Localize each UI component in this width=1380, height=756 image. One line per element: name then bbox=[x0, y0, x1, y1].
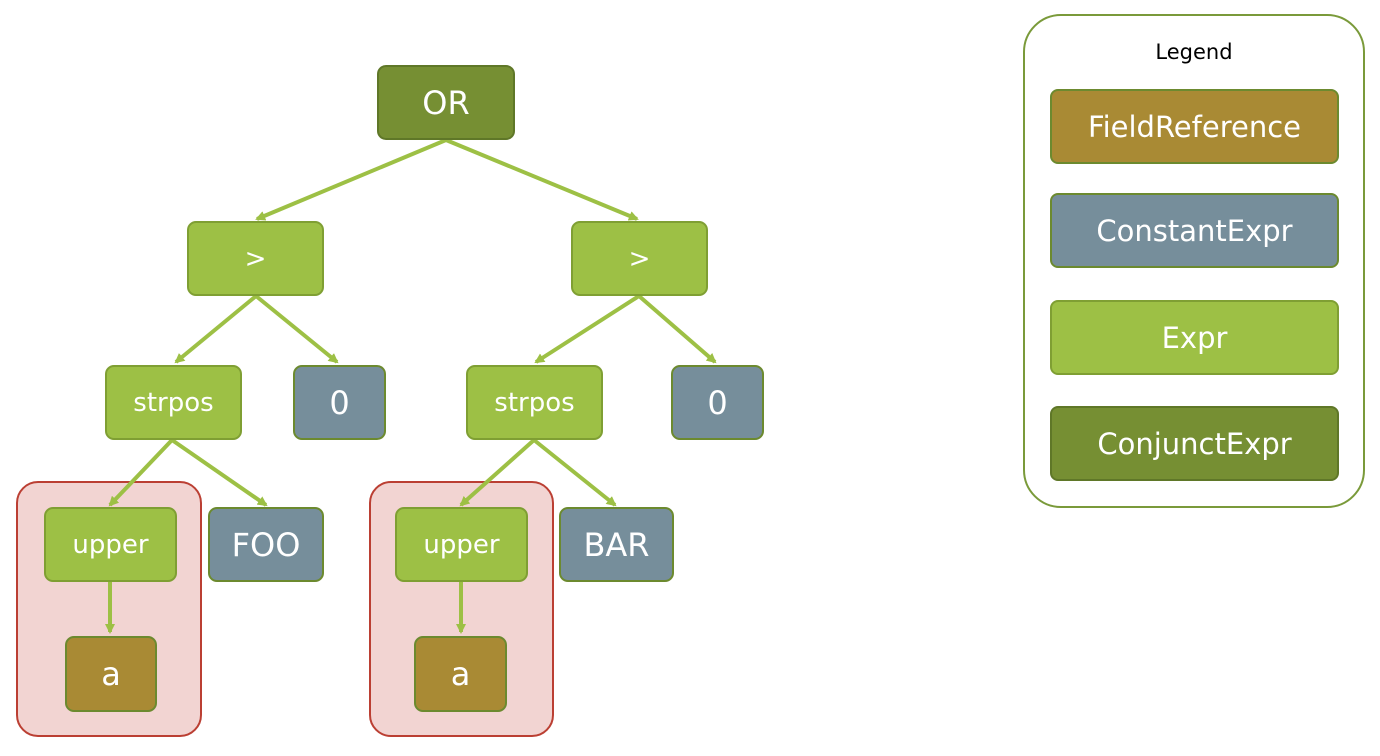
legend-item-conjunct-expr: ConjunctExpr bbox=[1050, 406, 1339, 481]
edge-gt-left-to-strpos-left bbox=[174, 294, 258, 364]
legend-item-expr: Expr bbox=[1050, 300, 1339, 375]
upper-node-right: upper bbox=[395, 507, 528, 582]
legend-item-constant-expr: ConstantExpr bbox=[1050, 193, 1339, 268]
upper-node-left: upper bbox=[44, 507, 177, 582]
edge-or-to-gt-right bbox=[445, 138, 639, 221]
edge-strpos-right-to-bar bbox=[532, 438, 617, 507]
edge-gt-left-to-zero-left bbox=[254, 294, 339, 364]
zero-node-right: 0 bbox=[671, 365, 764, 440]
edge-gt-right-to-zero-right bbox=[637, 294, 717, 364]
edge-strpos-left-to-upper-left bbox=[108, 438, 174, 507]
strpos-node-left: strpos bbox=[105, 365, 242, 440]
a-node-right: a bbox=[414, 636, 507, 712]
edge-strpos-left-to-foo bbox=[170, 438, 268, 507]
edge-strpos-right-to-upper-right bbox=[459, 438, 536, 507]
gt-node-right: > bbox=[571, 221, 708, 296]
edge-gt-right-to-strpos-right bbox=[534, 294, 641, 364]
or-node: OR bbox=[377, 65, 515, 140]
legend-title: Legend bbox=[1155, 40, 1233, 64]
zero-node-left: 0 bbox=[293, 365, 386, 440]
strpos-node-right: strpos bbox=[466, 365, 603, 440]
a-node-left: a bbox=[65, 636, 157, 712]
bar-node: BAR bbox=[559, 507, 674, 582]
gt-node-left: > bbox=[187, 221, 324, 296]
legend-item-field-reference: FieldReference bbox=[1050, 89, 1339, 164]
foo-node: FOO bbox=[208, 507, 324, 582]
edge-or-to-gt-left bbox=[255, 138, 447, 221]
